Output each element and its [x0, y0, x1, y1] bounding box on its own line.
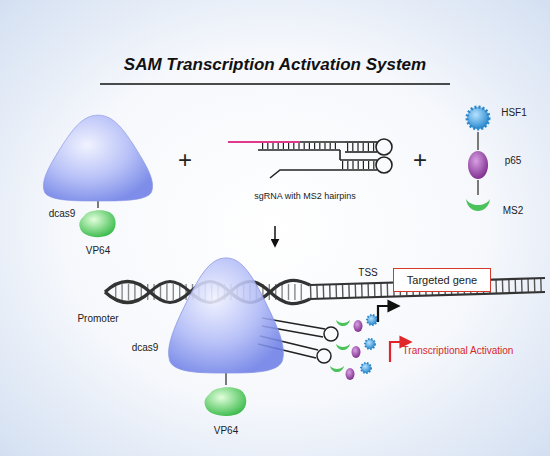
- base-pairs: [342, 161, 376, 169]
- plus-sign: +: [178, 147, 192, 173]
- shape-outline: [78, 208, 118, 238]
- node-text: dcas9: [49, 208, 76, 219]
- node-text: HSF1: [501, 107, 527, 118]
- gene-box: Targeted gene: [393, 268, 491, 292]
- domain-blob: [205, 387, 247, 416]
- p65-protein: p65: [467, 150, 489, 180]
- hairpin-loop: [317, 349, 331, 363]
- node-text: p65: [505, 155, 522, 166]
- protein-blob: [43, 115, 152, 201]
- hsf1-protein: [365, 339, 375, 349]
- ms2-protein: [336, 344, 350, 350]
- title-rule: [100, 83, 450, 85]
- node-text: MS2: [503, 205, 524, 216]
- hsf1-protein: [361, 363, 371, 373]
- transcription-arrow: [378, 306, 398, 322]
- component-label: sgRNA with MS2 hairpins: [254, 192, 356, 202]
- vp64-domain: VP64: [78, 208, 118, 238]
- dna-strand: [310, 292, 545, 299]
- hsf1-protein: HSF1: [464, 104, 492, 132]
- process-arrow: [274, 226, 276, 246]
- hairpin-stem: [340, 159, 377, 161]
- vp64-domain: VP64: [203, 385, 249, 417]
- shape-outline: [40, 113, 156, 201]
- region-label: Promoter: [77, 313, 118, 324]
- plus-sign: +: [413, 147, 427, 173]
- hairpin-stem: [340, 169, 377, 171]
- hairpin-loop: [324, 327, 338, 341]
- connector-line: [477, 180, 479, 195]
- hsf1-protein: [367, 315, 377, 325]
- hairpin-loop: [376, 139, 392, 155]
- connector-line: [225, 373, 227, 385]
- shape-outline: [165, 255, 287, 373]
- rna-strand: [300, 141, 345, 143]
- base-pairs: [262, 143, 338, 149]
- protein-ellipse: [468, 151, 488, 179]
- domain-blob: [79, 210, 115, 237]
- ms2-protein: MS2: [465, 195, 491, 217]
- node-text: VP64: [214, 425, 238, 436]
- sgrna-illustration: [228, 139, 392, 178]
- node-text: VP64: [86, 245, 110, 256]
- dcas9-protein: dcas9: [165, 255, 287, 373]
- rna-strand: [258, 149, 340, 151]
- node-text: dcas9: [132, 342, 159, 353]
- shape-outline: [203, 385, 249, 417]
- rna-strand: [270, 150, 340, 178]
- shape-outline: [464, 104, 492, 132]
- hairpin-stem: [345, 151, 377, 153]
- ms2-protein: [330, 366, 344, 372]
- p65-protein: [352, 346, 361, 358]
- ms2-protein: [336, 320, 350, 326]
- p65-protein: [346, 368, 355, 380]
- p65-protein: [354, 320, 363, 332]
- guide-sequence: [228, 141, 300, 143]
- site-label: TSS: [358, 267, 377, 278]
- connector-line: [477, 132, 479, 150]
- gear-circle: [467, 107, 489, 129]
- node-text: Targeted gene: [407, 274, 477, 286]
- connector-line: [97, 201, 99, 208]
- crescent-shape: [466, 199, 490, 211]
- hairpin-loop: [376, 157, 392, 173]
- base-pairs: [347, 143, 376, 151]
- dcas9-protein: dcas9: [40, 113, 156, 201]
- protein-blob: [169, 258, 284, 373]
- hairpin-stem: [345, 141, 377, 143]
- process-label: Transcriptional Activation: [403, 345, 514, 356]
- shape-outline: [467, 150, 489, 180]
- shape-outline: [465, 195, 491, 217]
- diagram-title: SAM Transcription Activation System: [0, 55, 550, 75]
